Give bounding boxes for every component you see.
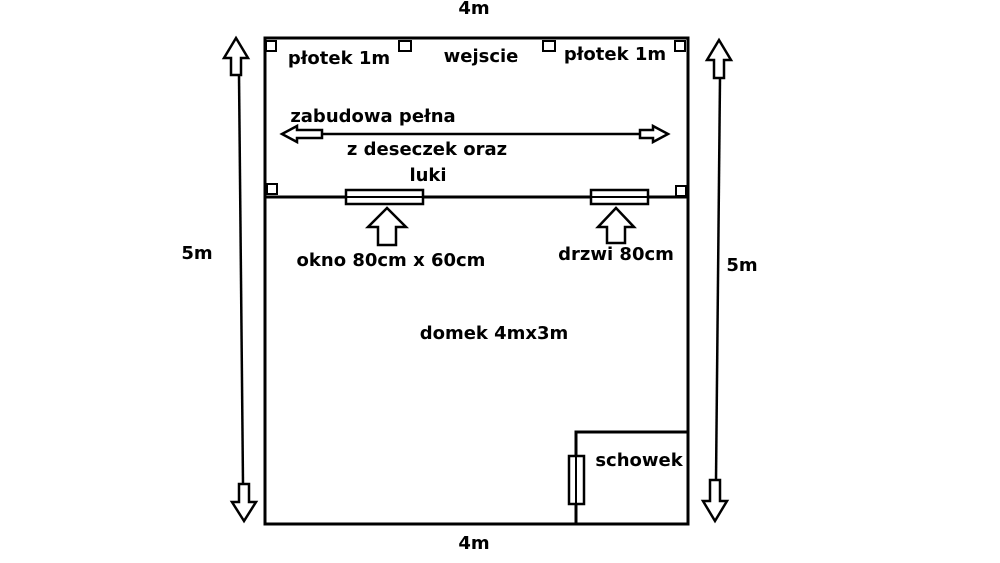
storage-label: schowek bbox=[595, 450, 683, 471]
window-label: okno 80cm x 60cm bbox=[297, 250, 486, 271]
posts bbox=[265, 40, 687, 197]
structure-label-line2: z deseczek oraz bbox=[347, 139, 507, 160]
storage-room-outline bbox=[574, 430, 688, 524]
post-top-left bbox=[265, 40, 277, 52]
fence-left-label: płotek 1m bbox=[288, 48, 390, 69]
bottom-width-label: 4m bbox=[458, 533, 489, 554]
left-height-label: 5m bbox=[181, 243, 212, 264]
door-label: drzwi 80cm bbox=[558, 244, 674, 265]
right-height-label: 5m bbox=[726, 255, 757, 276]
structure-label-line3: luki bbox=[409, 165, 446, 186]
post-mid-right bbox=[675, 185, 687, 197]
fence-right-label: płotek 1m bbox=[564, 44, 666, 65]
door-pointer-arrow bbox=[595, 206, 637, 245]
post-top-mid-left bbox=[398, 40, 412, 52]
house-label: domek 4mx3m bbox=[420, 323, 569, 344]
structure-width-arrow bbox=[279, 123, 671, 145]
left-height-arrow bbox=[221, 35, 259, 524]
structure-label-line1: zabudowa pełna bbox=[290, 106, 455, 127]
post-mid-left bbox=[266, 183, 278, 195]
window-pointer-arrow bbox=[364, 206, 410, 247]
right-height-arrow bbox=[700, 37, 734, 524]
top-width-label: 4m bbox=[458, 0, 489, 19]
plot-outline bbox=[263, 36, 690, 526]
post-top-mid-right bbox=[542, 40, 556, 52]
post-top-right bbox=[674, 40, 686, 52]
entrance-label: wejscie bbox=[444, 46, 519, 67]
